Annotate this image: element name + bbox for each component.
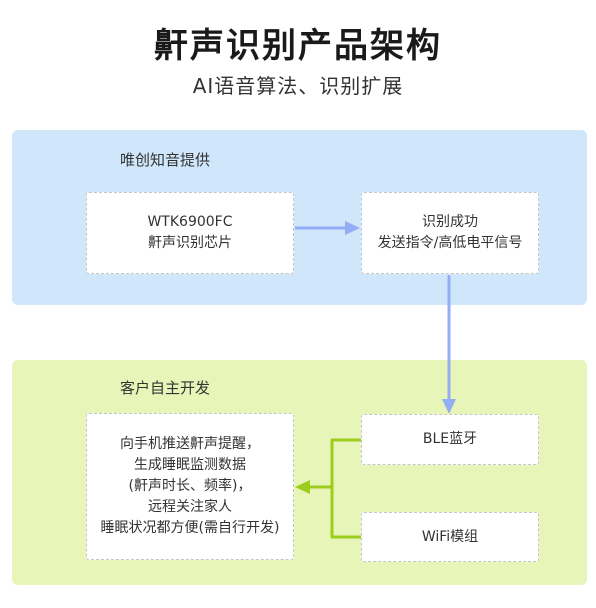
recognition-result-box: 识别成功 发送指令/高低电平信号	[361, 192, 539, 274]
wifi-module-box: WiFi模组	[361, 512, 539, 562]
app-feature-line: 睡眠状况都方便(需自行开发)	[100, 520, 280, 536]
recognition-result-desc: 发送指令/高低电平信号	[377, 235, 523, 251]
page-subtitle: AI语音算法、识别扩展	[192, 74, 404, 98]
snore-chip-box: WTK6900FC 鼾声识别芯片	[86, 192, 294, 274]
customer-panel-label: 客户自主开发	[120, 379, 211, 397]
wifi-module-label: WiFi模组	[421, 528, 479, 545]
snore-chip-model: WTK6900FC	[147, 214, 233, 230]
page-title: 鼾声识别产品架构	[154, 26, 442, 66]
ble-module-box: BLE蓝牙	[361, 414, 539, 465]
snore-chip-desc: 鼾声识别芯片	[148, 235, 232, 251]
recognition-result-title: 识别成功	[422, 214, 478, 230]
app-feature-line: (鼾声时长、频率)，	[128, 478, 252, 494]
app-feature-line: 向手机推送鼾声提醒，	[120, 436, 260, 452]
app-feature-line: 生成睡眠监测数据	[134, 457, 246, 473]
app-feature-line: 远程关注家人	[148, 499, 232, 515]
app-feature-box: 向手机推送鼾声提醒， 生成睡眠监测数据 (鼾声时长、频率)， 远程关注家人 睡眠…	[86, 413, 294, 560]
ble-module-label: BLE蓝牙	[422, 431, 478, 447]
vendor-panel-label: 唯创知音提供	[120, 151, 211, 169]
